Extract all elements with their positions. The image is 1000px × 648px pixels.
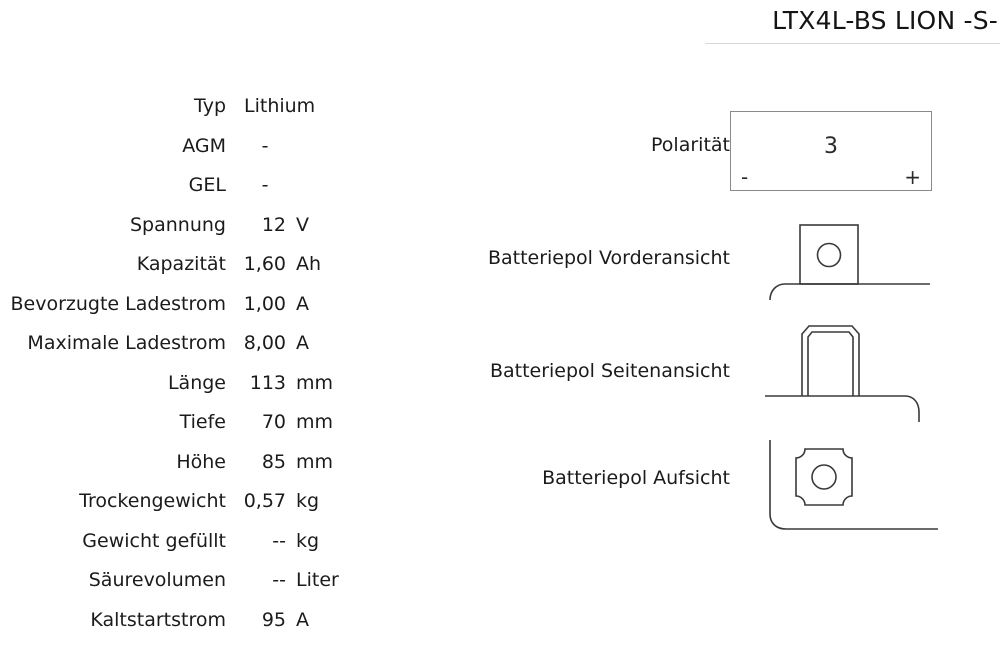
spec-label: Typ xyxy=(194,95,226,117)
page-title-text: LTX4L-BS LION -S- xyxy=(772,6,998,35)
spec-value: 85 xyxy=(261,450,286,473)
spec-value: 12 xyxy=(261,213,286,236)
spec-label: Höhe xyxy=(176,450,226,473)
polarity-label: Polarität xyxy=(651,134,730,156)
spec-value: 70 xyxy=(261,411,286,433)
spec-row: Höhe 85 mm xyxy=(0,451,360,491)
spec-row: Säurevolumen -- Liter xyxy=(0,569,360,609)
spec-label: Bevorzugte Ladestrom xyxy=(10,292,226,315)
spec-row: Gewicht gefüllt -- kg xyxy=(0,530,360,570)
polarity-negative-marker: - xyxy=(741,165,749,189)
battery-terminal-front-view-icon xyxy=(755,212,945,316)
polarity-positive-marker: + xyxy=(904,165,921,189)
spec-row: Kaltstartstrom 95 A xyxy=(0,609,360,648)
spec-unit: kg xyxy=(296,529,320,552)
spec-row: GEL - xyxy=(0,174,360,214)
spec-unit: mm xyxy=(296,371,334,394)
spec-value: 8,00 xyxy=(243,332,286,354)
spec-unit: V xyxy=(296,213,309,236)
spec-row: Bevorzugte Ladestrom 1,00 A xyxy=(0,293,360,333)
top-view-label-row: Batteriepol Aufsicht xyxy=(440,467,730,489)
spec-row: AGM - xyxy=(0,135,360,175)
spec-unit: mm xyxy=(296,411,334,433)
spec-label: Säurevolumen xyxy=(88,569,226,591)
page-title: LTX4L-BS LION -S- xyxy=(600,6,1000,35)
spec-row: Tiefe 70 mm xyxy=(0,411,360,451)
battery-terminal-top-view-icon xyxy=(748,428,948,547)
spec-unit: A xyxy=(296,292,309,315)
battery-terminal-side-view-icon xyxy=(755,318,945,427)
polarity-diagram: 3 - + xyxy=(730,111,932,191)
spec-row: Trockengewicht 0,57 kg xyxy=(0,490,360,530)
spec-value: -- xyxy=(272,569,286,591)
spec-label: Trockengewicht xyxy=(79,490,226,512)
spec-row: Maximale Ladestrom 8,00 A xyxy=(0,332,360,372)
polarity-label-row: Polarität xyxy=(440,134,730,156)
spec-value: 95 xyxy=(261,608,286,631)
top-view-label: Batteriepol Aufsicht xyxy=(542,467,730,489)
spec-value: - xyxy=(261,174,269,196)
spec-unit: mm xyxy=(296,450,334,473)
spec-unit: A xyxy=(296,608,309,631)
front-view-label: Batteriepol Vorderansicht xyxy=(487,247,730,269)
spec-row: Länge 113 mm xyxy=(0,372,360,412)
spec-row: Spannung 12 V xyxy=(0,214,360,254)
spec-unit: Ah xyxy=(296,253,322,275)
spec-label: Kapazität xyxy=(136,253,226,275)
spec-label: GEL xyxy=(188,174,226,196)
spec-label: Spannung xyxy=(130,213,226,236)
side-view-label: Batteriepol Seitenansicht xyxy=(489,360,730,382)
title-divider xyxy=(705,43,1000,44)
spec-value: 113 xyxy=(249,371,286,394)
spec-label: Gewicht gefüllt xyxy=(82,529,226,552)
spec-row: Typ Lithium xyxy=(0,95,360,135)
spec-value: - xyxy=(261,134,269,157)
spec-unit: Liter xyxy=(296,569,339,591)
spec-label: Länge xyxy=(167,371,226,394)
spec-unit: A xyxy=(296,332,309,354)
spec-unit: kg xyxy=(296,490,320,512)
spec-label: AGM xyxy=(182,134,226,157)
spec-value: 1,60 xyxy=(243,253,286,275)
spec-row: Kapazität 1,60 Ah xyxy=(0,253,360,293)
spec-value: 1,00 xyxy=(243,292,286,315)
front-view-label-row: Batteriepol Vorderansicht xyxy=(440,247,730,269)
side-view-label-row: Batteriepol Seitenansicht xyxy=(440,360,730,382)
polarity-type-number: 3 xyxy=(824,134,838,159)
spec-label: Tiefe xyxy=(179,411,226,433)
spec-value: 0,57 xyxy=(243,490,286,512)
spec-value: -- xyxy=(272,529,286,552)
spec-label: Kaltstartstrom xyxy=(90,608,226,631)
spec-value: Lithium xyxy=(244,95,316,117)
spec-label: Maximale Ladestrom xyxy=(27,332,226,354)
